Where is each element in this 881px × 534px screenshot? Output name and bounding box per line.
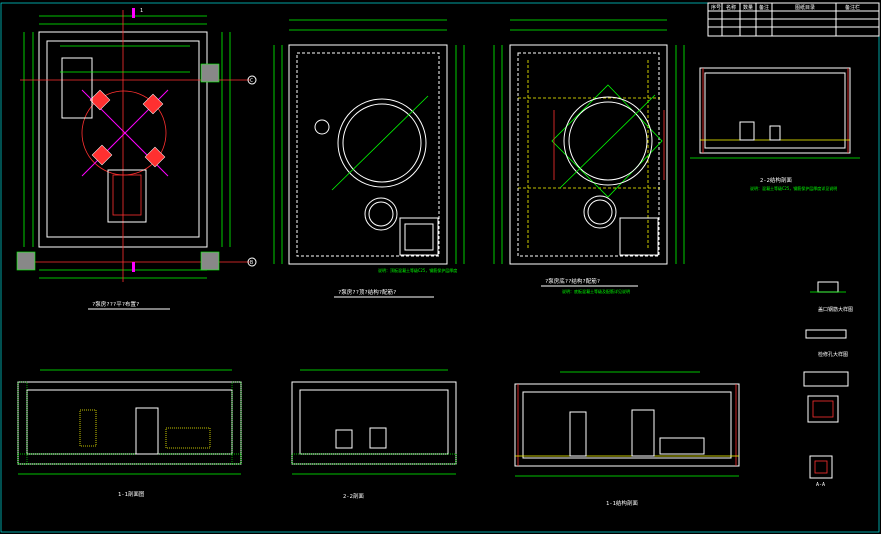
section-right-title: 1-1结构剖面 (606, 499, 638, 507)
section-right: 1-1结构剖面 (514, 371, 740, 507)
title-block-col-5: 图纸目录 (795, 4, 815, 11)
section-mid-title: 2-2剖面 (343, 492, 364, 500)
title-block-col-3: 数量 (743, 4, 753, 11)
plan-floor-title: ?泵房底??结构?配筋? (545, 277, 600, 285)
plan-floor-note: 说明：底板混凝土等级及配筋详见说明 (562, 288, 630, 294)
plan-roof-note: 说明：顶板混凝土等级C25，钢筋保护层厚度 (378, 267, 457, 273)
title-block-col-4: 备注 (759, 4, 769, 11)
title-block: 序号 名称 数量 备注 图纸目录 备注栏 (707, 2, 880, 37)
detail-label-2: 检修孔大样图 (818, 351, 848, 358)
section-left: 1-1剖面图 (17, 369, 242, 498)
plan-roof-title: ?泵房??顶?结构?配筋? (338, 288, 396, 296)
plan-floor-slab: 说明：底板混凝土等级及配筋详见说明 ?泵房底??结构?配筋? (493, 19, 685, 294)
plan-layout: C B 1 ?泵房???平?布置? (16, 8, 257, 310)
section-cut-1: 1 (140, 8, 143, 14)
detail-label-1: 盖口钢筋大样图 (818, 306, 853, 313)
title-block-col-2: 名称 (726, 4, 736, 11)
details-column: 盖口钢筋大样图 检修孔大样图 A-A (803, 281, 853, 488)
title-block-col-1: 序号 (711, 4, 721, 11)
axis-label-c: C (250, 78, 253, 84)
axis-label-b: B (250, 260, 253, 266)
plan-layout-title: ?泵房???平?布置? (92, 300, 139, 308)
detail-label-3: A-A (816, 482, 825, 488)
section-top-right-title: 2-2结构剖面 (760, 176, 792, 184)
section-top-right-note: 说明：混凝土等级C25，钢筋保护层厚度详见说明 (750, 185, 837, 191)
section-mid: 2-2剖面 (291, 369, 457, 500)
title-block-col-6: 备注栏 (845, 4, 860, 11)
plan-roof-slab: 说明：顶板混凝土等级C25，钢筋保护层厚度 ?泵房??顶?结构?配筋? (273, 19, 465, 298)
section-top-right: 2-2结构剖面 说明：混凝土等级C25，钢筋保护层厚度详见说明 (690, 67, 860, 191)
section-left-title: 1-1剖面图 (118, 490, 145, 498)
